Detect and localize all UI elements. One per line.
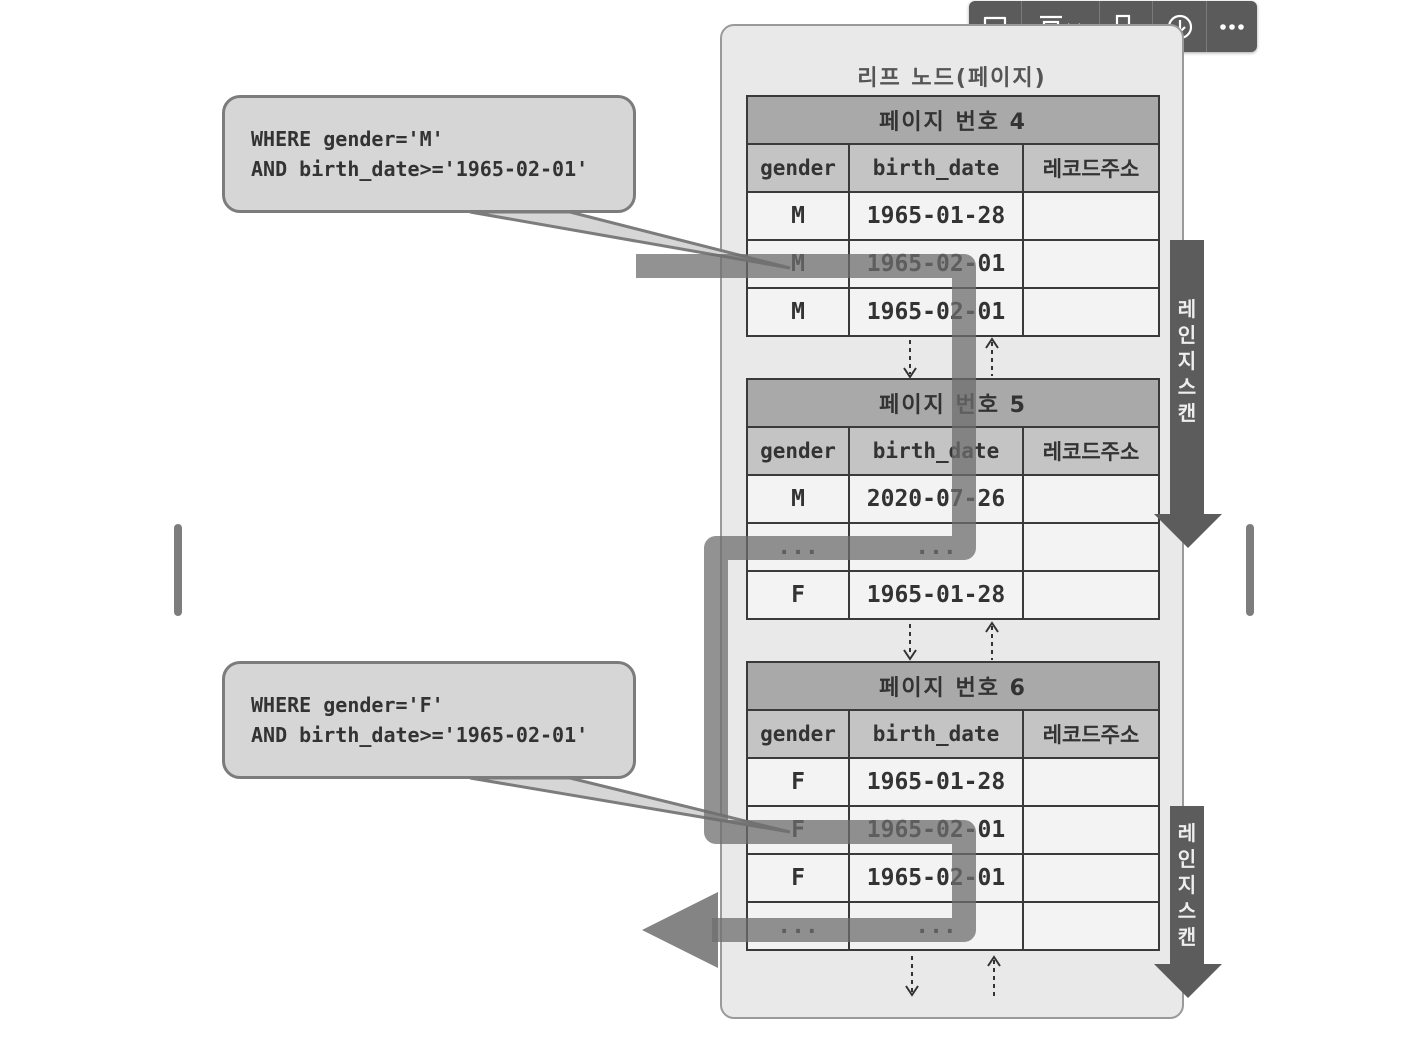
page-title: 페이지 번호 6 bbox=[748, 663, 1158, 711]
range-scan-arrow bbox=[1170, 240, 1204, 516]
query-callout-male: WHERE gender='M' AND birth_date>='1965-0… bbox=[222, 95, 636, 213]
query-line: AND birth_date>='1965-02-01' bbox=[251, 723, 589, 747]
column-header: gender bbox=[748, 711, 850, 757]
range-scan-arrow bbox=[1170, 806, 1204, 966]
gender-cell: F bbox=[748, 855, 850, 901]
table-row: M 1965-02-01 bbox=[748, 289, 1158, 335]
column-header: 레코드주소 bbox=[1042, 723, 1140, 747]
birth-date-cell: 2020-07-26 bbox=[850, 476, 1024, 522]
column-header: 레코드주소 bbox=[1042, 440, 1140, 464]
more-button[interactable] bbox=[1207, 1, 1257, 52]
query-callout-female: WHERE gender='F' AND birth_date>='1965-0… bbox=[222, 661, 636, 779]
more-icon bbox=[1220, 23, 1244, 30]
table-row: F 1965-01-28 bbox=[748, 759, 1158, 807]
gender-cell: M bbox=[748, 476, 850, 522]
scan-path-arrowhead bbox=[642, 892, 718, 968]
left-resize-handle[interactable] bbox=[174, 524, 182, 616]
up-arrow-icon bbox=[985, 337, 999, 349]
column-header: 레코드주소 bbox=[1042, 157, 1140, 181]
column-header: gender bbox=[748, 145, 850, 191]
birth-date-cell: 1965-01-28 bbox=[850, 759, 1024, 805]
column-header: gender bbox=[748, 428, 850, 474]
table-row: F 1965-01-28 bbox=[748, 572, 1158, 618]
range-scan-label: 레인지 스캔 bbox=[1177, 297, 1197, 425]
down-arrow-icon bbox=[905, 985, 919, 997]
down-arrow-icon bbox=[903, 367, 917, 379]
column-header-row: gender birth_date 레코드주소 bbox=[748, 711, 1158, 759]
query-line: WHERE gender='F' bbox=[251, 693, 444, 717]
birth-date-cell: 1965-01-28 bbox=[850, 193, 1024, 239]
column-header-row: gender birth_date 레코드주소 bbox=[748, 145, 1158, 193]
down-arrow-icon bbox=[903, 649, 917, 661]
birth-date-cell: 1965-02-01 bbox=[850, 289, 1024, 335]
table-row: M 1965-01-28 bbox=[748, 193, 1158, 241]
birth-date-cell: 1965-02-01 bbox=[850, 855, 1024, 901]
gender-cell: M bbox=[748, 193, 850, 239]
range-scan-label: 레인지스캔 bbox=[1177, 821, 1197, 949]
column-header: birth_date bbox=[850, 428, 1024, 474]
page-title: 페이지 번호 4 bbox=[748, 97, 1158, 145]
range-scan-arrowhead bbox=[1154, 964, 1222, 998]
gender-cell: M bbox=[748, 289, 850, 335]
query-line: WHERE gender='M' bbox=[251, 127, 444, 151]
leaf-node-title: 리프 노드(페이지) bbox=[857, 66, 1047, 91]
column-header: birth_date bbox=[850, 145, 1024, 191]
scan-path bbox=[636, 254, 976, 942]
gender-cell: F bbox=[748, 759, 850, 805]
gender-cell: F bbox=[748, 572, 850, 618]
right-resize-handle[interactable] bbox=[1246, 524, 1254, 616]
query-line: AND birth_date>='1965-02-01' bbox=[251, 157, 589, 181]
up-arrow-icon bbox=[987, 955, 1001, 967]
range-scan-arrowhead bbox=[1154, 514, 1222, 548]
up-arrow-icon bbox=[985, 621, 999, 633]
birth-date-cell: 1965-01-28 bbox=[850, 572, 1024, 618]
column-header: birth_date bbox=[850, 711, 1024, 757]
